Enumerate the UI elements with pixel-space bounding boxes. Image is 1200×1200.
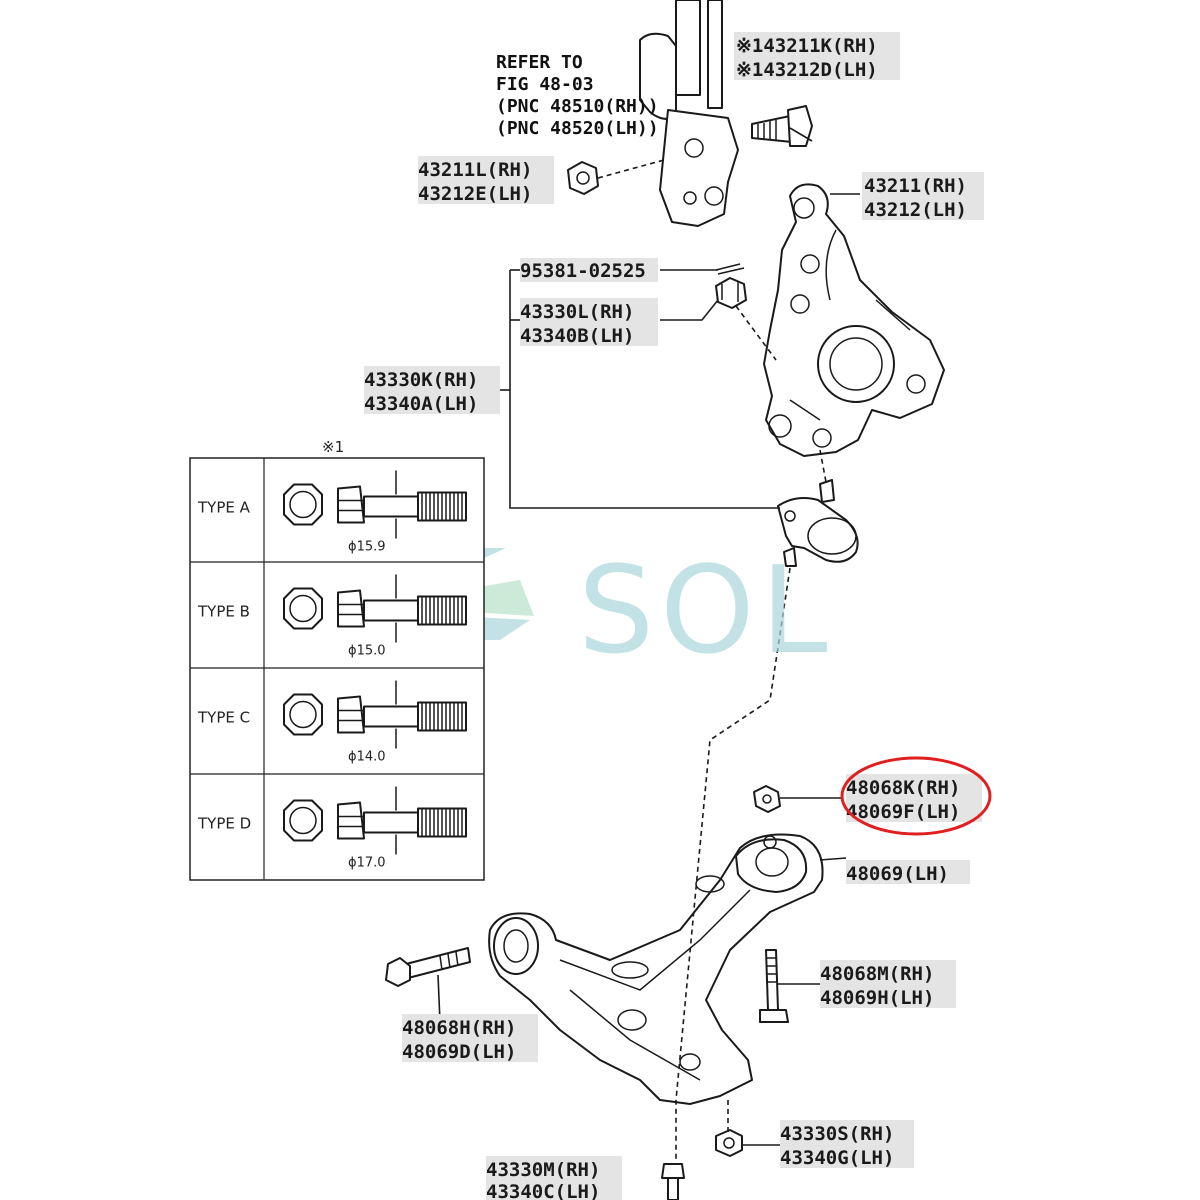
reference-line-1: REFER TO bbox=[496, 52, 583, 73]
svg-text:95381-02525: 95381-02525 bbox=[520, 260, 646, 282]
hub-bolt-side-icon bbox=[337, 801, 365, 840]
upper-nut-icon bbox=[567, 161, 599, 195]
hub-bolt-side-icon bbox=[337, 485, 365, 524]
label-castle-nut: 43330L(RH) 43340B(LH) bbox=[520, 298, 658, 347]
svg-text:※143212D(LH): ※143212D(LH) bbox=[736, 59, 878, 81]
reference-line-2: FIG 48-03 bbox=[496, 74, 594, 95]
table-note: ※1 bbox=[322, 438, 344, 456]
svg-text:43211(RH): 43211(RH) bbox=[864, 175, 967, 197]
label-arm-nut: 48068K(RH) 48069F(LH) bbox=[846, 774, 982, 823]
nut-end-view-icon bbox=[283, 483, 323, 526]
svg-text:43340A(LH): 43340A(LH) bbox=[364, 393, 478, 415]
svg-text:43330M(RH): 43330M(RH) bbox=[486, 1159, 600, 1181]
svg-text:43330L(RH): 43330L(RH) bbox=[520, 301, 634, 323]
watermark-text: SOL bbox=[578, 542, 833, 681]
bolt-type-label: TYPE B bbox=[197, 603, 250, 621]
label-bj-nut: 43330S(RH) 43340G(LH) bbox=[780, 1120, 914, 1169]
label-lower-arm: 48069(LH) bbox=[846, 860, 970, 885]
leader-lines bbox=[437, 127, 860, 1160]
figure-reference: REFER TO FIG 48-03 (PNC 48510(RH)) (PNC … bbox=[496, 52, 659, 139]
reference-line-3: (PNC 48510(RH)) bbox=[496, 96, 659, 117]
nut-end-view-icon bbox=[283, 693, 323, 736]
bolt-type-row: TYPE C ϕ14.0 bbox=[197, 680, 467, 765]
bolt-diameter-label: ϕ14.0 bbox=[348, 750, 386, 765]
upper-bolt-icon bbox=[751, 105, 813, 147]
bottom-nut-icon bbox=[715, 1129, 743, 1157]
svg-text:48069H(LH): 48069H(LH) bbox=[820, 987, 934, 1009]
castle-nut-icon bbox=[715, 277, 747, 309]
bolt-type-row: TYPE A ϕ15.9 bbox=[197, 470, 467, 555]
hub-bolt-side-icon bbox=[337, 589, 365, 628]
label-cotter-pin: 95381-02525 bbox=[520, 258, 658, 282]
svg-text:43330S(RH): 43330S(RH) bbox=[780, 1123, 894, 1145]
bolt-type-label: TYPE A bbox=[197, 499, 251, 517]
svg-text:48069F(LH): 48069F(LH) bbox=[846, 801, 960, 823]
svg-text:48068M(RH): 48068M(RH) bbox=[820, 963, 934, 985]
ball-joint-illustration bbox=[777, 479, 859, 567]
svg-text:43340B(LH): 43340B(LH) bbox=[520, 325, 634, 347]
label-ball-joint: 43330K(RH) 43340A(LH) bbox=[364, 366, 500, 415]
bolt-diameter-label: ϕ15.9 bbox=[348, 540, 386, 555]
bolt-type-row: TYPE B ϕ15.0 bbox=[197, 574, 467, 659]
bolt-diameter-label: ϕ17.0 bbox=[348, 856, 386, 871]
bottom-bolt-icon bbox=[661, 1163, 685, 1200]
svg-text:43340G(LH): 43340G(LH) bbox=[780, 1147, 894, 1169]
svg-text:43212E(LH): 43212E(LH) bbox=[418, 183, 532, 205]
bolt-type-label: TYPE D bbox=[197, 815, 251, 833]
reference-line-4: (PNC 48520(LH)) bbox=[496, 118, 659, 139]
label-knuckle: 43211(RH) 43212(LH) bbox=[862, 172, 984, 221]
sol-watermark: SOL bbox=[420, 542, 833, 681]
lower-arm-illustration bbox=[488, 833, 824, 1105]
bolt-type-label: TYPE C bbox=[197, 709, 250, 727]
label-bolt-upper: ※143211K(RH) ※143212D(LH) bbox=[734, 32, 900, 81]
highlight-ellipse bbox=[840, 756, 992, 836]
label-arm-bolt-left: 48068H(RH) 48069D(LH) bbox=[402, 1014, 538, 1063]
svg-text:48068K(RH): 48068K(RH) bbox=[846, 777, 960, 799]
svg-text:※143211K(RH): ※143211K(RH) bbox=[736, 35, 878, 57]
cotter-pin-icon bbox=[715, 263, 745, 275]
svg-text:48069(LH): 48069(LH) bbox=[846, 863, 949, 885]
svg-text:43330K(RH): 43330K(RH) bbox=[364, 369, 478, 391]
label-bj-bolt: 43330M(RH) 43340C(LH) bbox=[486, 1156, 622, 1200]
bolt-diameter-label: ϕ15.0 bbox=[348, 644, 386, 659]
arm-nut-icon bbox=[753, 785, 781, 813]
svg-text:43212(LH): 43212(LH) bbox=[864, 199, 967, 221]
svg-text:48069D(LH): 48069D(LH) bbox=[402, 1041, 516, 1063]
svg-text:48068H(RH): 48068H(RH) bbox=[402, 1017, 516, 1039]
vertical-bolt-icon bbox=[759, 949, 789, 1023]
strut-illustration bbox=[639, 0, 739, 227]
svg-text:43211L(RH): 43211L(RH) bbox=[418, 159, 532, 181]
svg-text:43340C(LH): 43340C(LH) bbox=[486, 1181, 600, 1200]
horizontal-bolt-icon bbox=[385, 947, 471, 987]
hub-bolt-side-icon bbox=[337, 695, 365, 734]
steering-knuckle-illustration bbox=[763, 183, 945, 457]
nut-end-view-icon bbox=[283, 799, 323, 842]
nut-end-view-icon bbox=[283, 587, 323, 630]
bolt-type-row: TYPE D ϕ17.0 bbox=[197, 786, 467, 871]
label-nut-upper: 43211L(RH) 43212E(LH) bbox=[418, 156, 554, 205]
label-arm-bolt-right: 48068M(RH) 48069H(LH) bbox=[820, 960, 956, 1009]
